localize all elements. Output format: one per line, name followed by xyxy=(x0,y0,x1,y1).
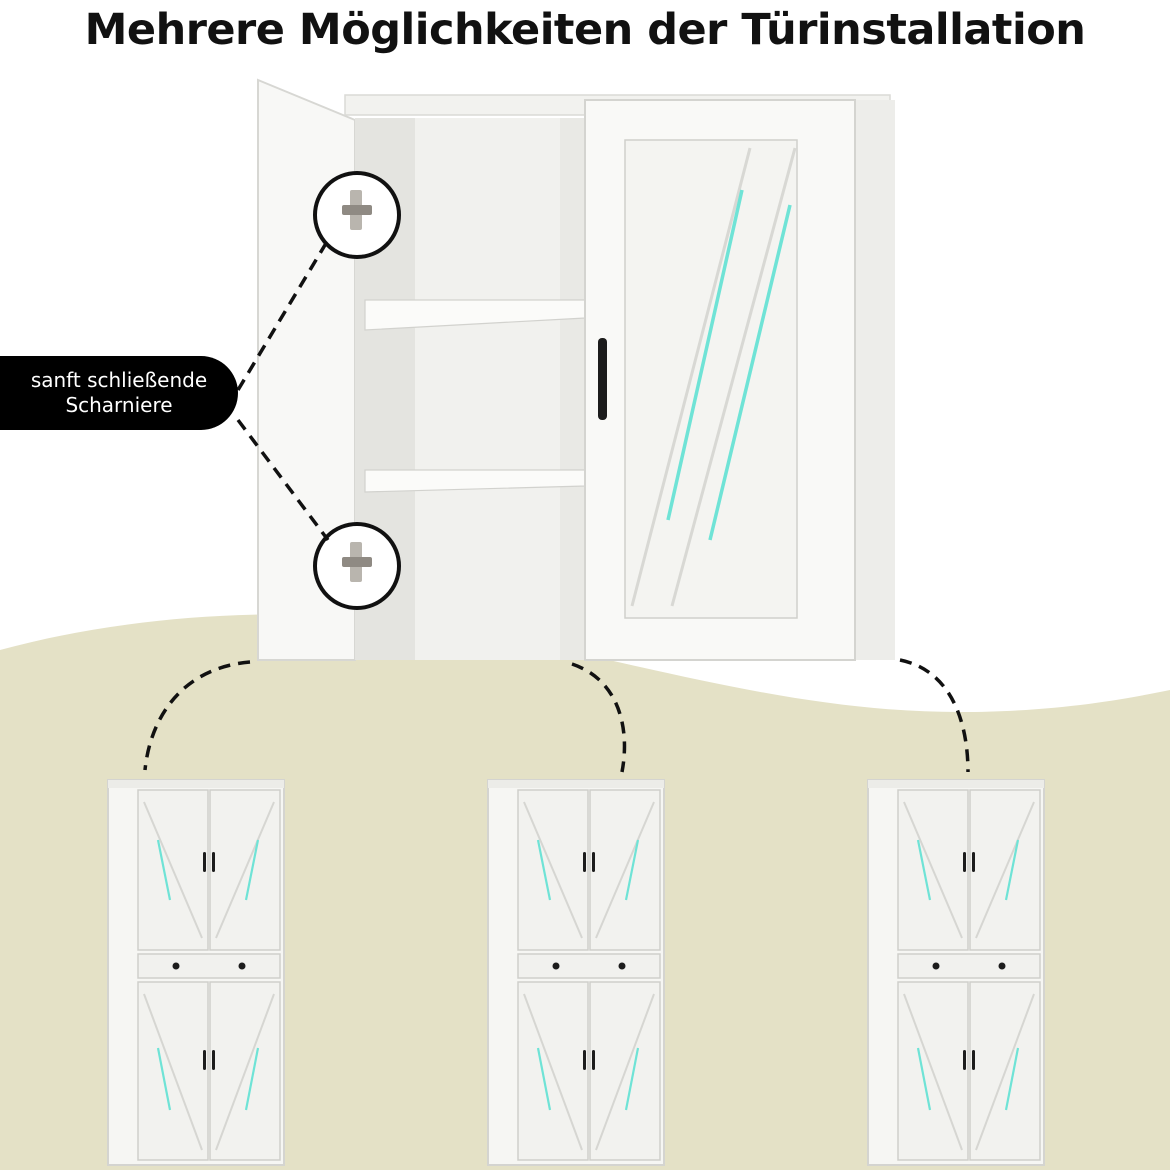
hinge-label-line1: sanft schließende xyxy=(30,368,208,392)
cabinet-icon xyxy=(106,778,286,1167)
cabinet-icon xyxy=(866,778,1046,1167)
hinge-label-line2: Scharniere xyxy=(65,393,173,417)
dashed-connector xyxy=(143,658,970,773)
headline: Mehrere Möglichkeiten der Türinstallatio… xyxy=(84,5,1086,55)
hinge-label: sanft schließende Scharniere xyxy=(0,356,238,430)
cabinet-icon xyxy=(486,778,666,1167)
hinge-icon xyxy=(313,171,401,259)
hinge-icon xyxy=(313,522,401,610)
dashed-connector xyxy=(236,239,330,542)
